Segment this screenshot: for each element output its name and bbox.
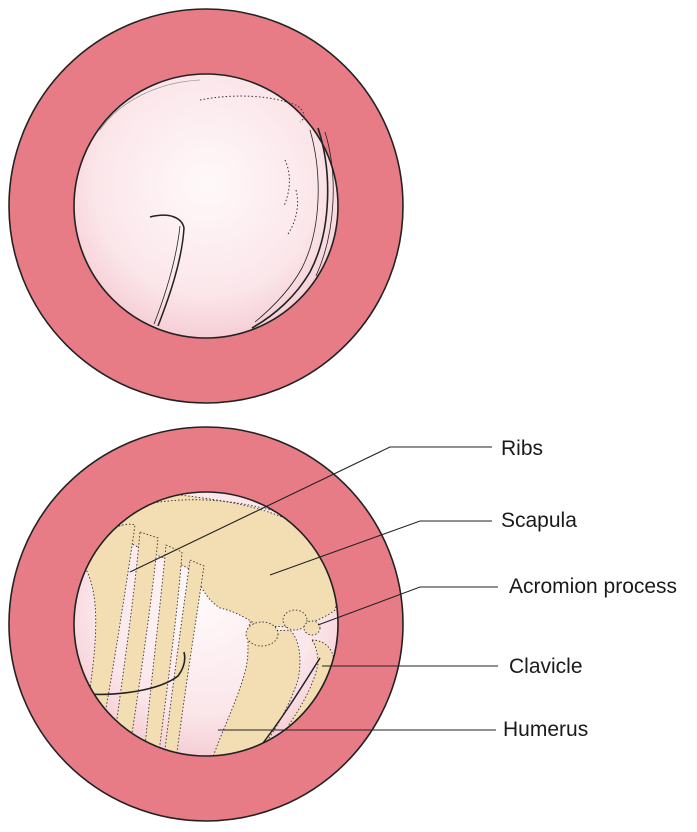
top-dotted-right1 xyxy=(283,159,290,207)
rib-2 xyxy=(111,531,159,756)
label-acromion-process: Acromion process xyxy=(509,575,678,598)
top-fold-right xyxy=(251,127,329,329)
top-fold-right-outer xyxy=(315,131,334,277)
top-rim-arc xyxy=(99,79,201,131)
label-scapula: Scapula xyxy=(501,509,577,532)
leader-acromion xyxy=(317,586,498,626)
label-humerus: Humerus xyxy=(503,718,589,741)
label-clavicle: Clavicle xyxy=(509,655,583,678)
humeral-head xyxy=(245,621,279,647)
acromion-knob-2 xyxy=(303,620,321,636)
clavicle-shape xyxy=(287,639,335,731)
top-dotted-arc xyxy=(199,95,305,123)
bottom-fold-left xyxy=(85,651,186,696)
humerus-shape xyxy=(211,621,301,756)
label-ribs: Ribs xyxy=(501,437,544,460)
top-fold-right-inner xyxy=(254,129,319,323)
top-fold-left xyxy=(149,214,185,327)
top-view xyxy=(8,8,404,404)
acromion-knob-1 xyxy=(282,609,308,631)
bottom-lumen-outline xyxy=(73,491,339,757)
top-dotted-right2 xyxy=(287,189,299,235)
rib-1 xyxy=(79,523,136,721)
bottom-view xyxy=(8,426,498,822)
leader-ribs xyxy=(129,446,492,573)
top-lumen xyxy=(73,73,339,339)
leader-scapula xyxy=(269,520,492,576)
rib-3 xyxy=(143,544,183,756)
top-fold-left-inner xyxy=(153,225,181,325)
